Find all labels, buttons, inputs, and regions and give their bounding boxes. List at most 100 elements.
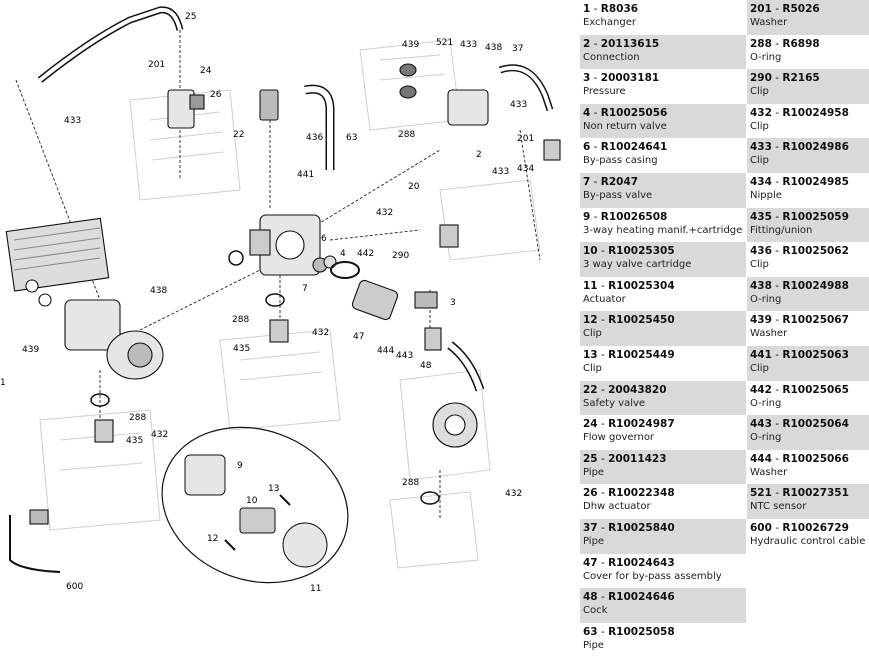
callout-7: 7: [302, 284, 308, 294]
part-description: Flow governor: [583, 432, 655, 444]
part-number-code: 11: [583, 279, 598, 292]
part-number-code: 201: [750, 3, 772, 15]
part-code: 20003181: [600, 72, 660, 85]
callout-435: 435: [126, 436, 143, 446]
callout-2: 2: [476, 150, 482, 160]
callout-12: 12: [207, 534, 218, 544]
part-description: Cover for by-pass assembly: [583, 570, 722, 582]
part-code: R10025059: [782, 210, 849, 223]
part-number-code: 433: [750, 141, 772, 154]
part-number-code: 439: [750, 314, 772, 327]
part-description: By-pass valve: [583, 189, 653, 201]
part-description: Pipe: [583, 639, 605, 651]
part-number-code: 63: [583, 625, 598, 638]
part-number-code: 7: [583, 175, 591, 188]
callout-438: 438: [150, 286, 167, 296]
part-description: Dhw actuator: [583, 501, 651, 513]
part-number-code: 600: [750, 521, 772, 534]
part-code: R10025067: [782, 314, 849, 327]
part-code: R10027351: [782, 487, 849, 500]
part-description: Washer: [750, 466, 788, 478]
part-code: R10025062: [782, 245, 849, 258]
part-code: R10025056: [600, 106, 668, 119]
part-number-code: 6: [583, 141, 591, 154]
callout-6: 6: [321, 234, 327, 244]
callout-438: 438: [485, 43, 502, 53]
callout-439: 439: [402, 40, 419, 50]
callout-22: 22: [233, 130, 244, 140]
callout-521: 521: [436, 38, 453, 48]
part-description: Clip: [750, 362, 769, 374]
part-description: 3-way heating manif.+cartridge: [583, 224, 743, 236]
part-code: R10024987: [608, 418, 675, 431]
callout-288: 288: [232, 315, 249, 325]
part-description: Safety valve: [583, 397, 646, 409]
part-description: Fitting/union: [750, 224, 813, 236]
callout-10: 10: [246, 496, 258, 506]
part-code: R10024646: [608, 591, 675, 604]
part-number-code: 1: [583, 3, 591, 15]
callout-201: 201: [517, 134, 534, 144]
part-code: R10025066: [782, 452, 849, 465]
callout-201: 201: [148, 60, 165, 70]
callout-11: 11: [310, 584, 321, 594]
part-description: Connection: [583, 51, 640, 63]
part-number-code: 3: [583, 72, 591, 85]
part-description: Clip: [750, 259, 769, 271]
part-number-code: 9: [583, 210, 591, 223]
part-code: R10026729: [782, 521, 849, 534]
callout-3: 3: [450, 298, 456, 308]
part-code: R10024988: [782, 279, 849, 292]
callout-433: 433: [460, 40, 477, 50]
part-code: R6898: [782, 37, 820, 50]
callout-20: 20: [408, 182, 420, 192]
callout-436: 436: [306, 133, 323, 143]
part-description: NTC sensor: [750, 501, 807, 513]
part-description: O-ring: [750, 432, 782, 444]
part-number-code: 288: [750, 37, 772, 50]
callout-288: 288: [129, 413, 146, 423]
part-description: Clip: [750, 86, 769, 98]
part-description: 3 way valve cartridge: [583, 259, 692, 271]
callout-9: 9: [237, 461, 243, 471]
part-description: O-ring: [750, 51, 782, 63]
part-number-code: 48: [583, 591, 598, 604]
part-number-code: 37: [583, 521, 598, 534]
callout-432: 432: [312, 328, 329, 338]
part-number-code: 290: [750, 72, 772, 85]
part-number-code: 13: [583, 348, 598, 361]
part-number-code: 438: [750, 279, 772, 292]
part-description: Clip: [583, 328, 602, 340]
part-number-code: 12: [583, 314, 598, 327]
callout-432: 432: [151, 430, 168, 440]
part-code: R10025304: [608, 279, 675, 292]
part-number-code: 521: [750, 487, 772, 500]
part-number-code: 441: [750, 348, 772, 361]
part-code: 20113615: [600, 37, 660, 50]
part-description: Actuator: [583, 293, 626, 305]
part-number-code: 10: [583, 245, 598, 258]
part-number-code: 26: [583, 487, 598, 500]
part-description: O-ring: [750, 293, 782, 305]
part-code: R10025063: [782, 348, 849, 361]
callout-4: 4: [340, 249, 346, 259]
